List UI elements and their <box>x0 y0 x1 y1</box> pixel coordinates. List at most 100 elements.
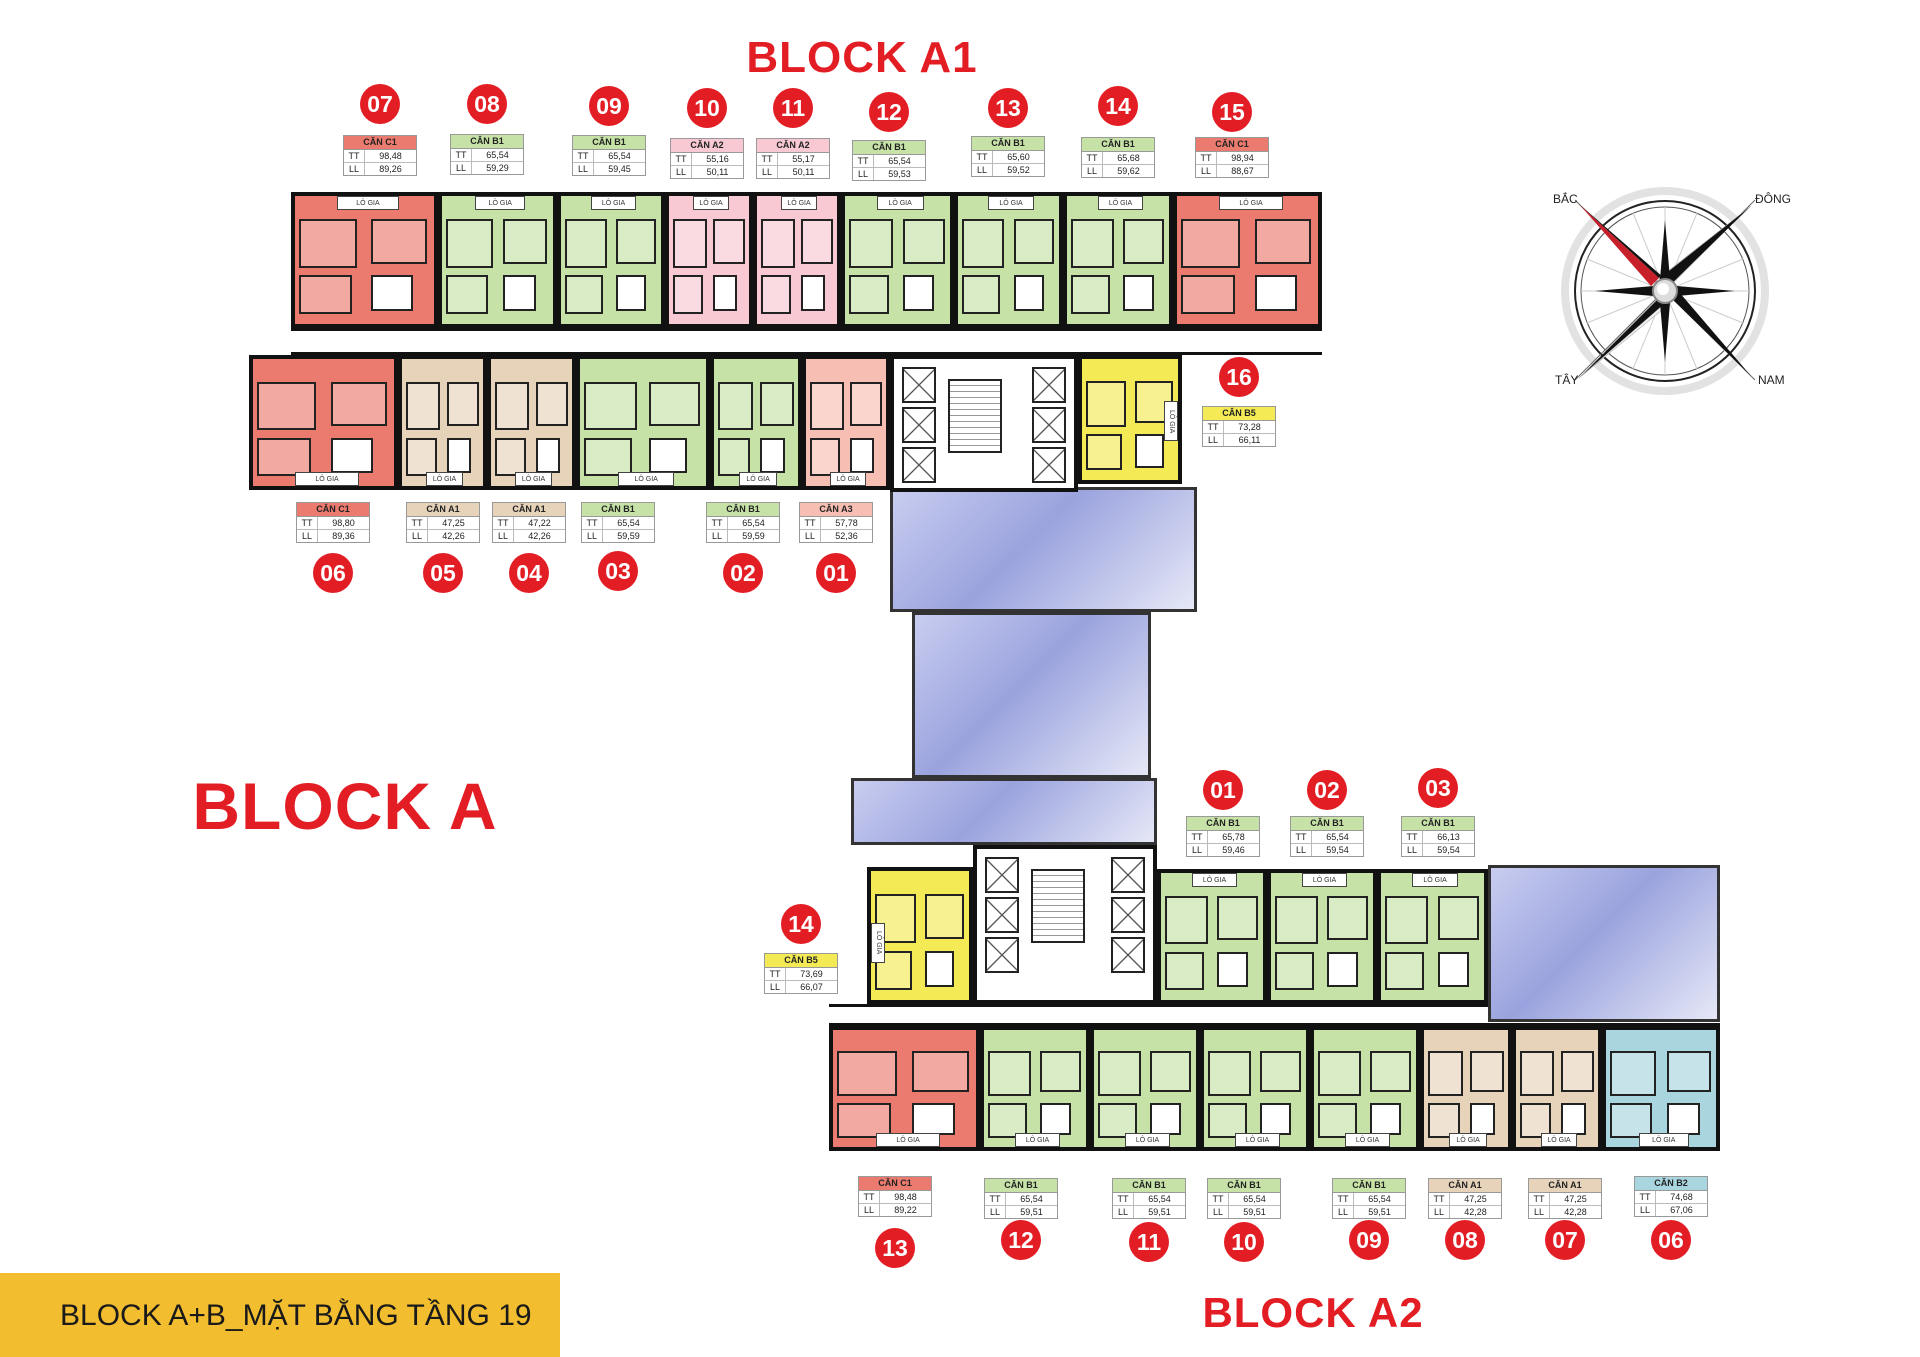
bedroom <box>616 219 656 264</box>
apartment-unit-b1[interactable]: LÔ GIA <box>710 355 802 490</box>
area-key: LL <box>573 163 594 175</box>
apartment-unit-a2[interactable]: LÔ GIA <box>665 192 753 328</box>
apartment-unit-b1[interactable]: LÔ GIA <box>954 192 1063 328</box>
loggia-label: LÔ GIA <box>875 1133 941 1147</box>
bedroom <box>837 1102 892 1138</box>
apartment-unit-a1[interactable]: LÔ GIA <box>1420 1026 1512 1151</box>
loggia-label: LÔ GIA <box>1449 1133 1487 1147</box>
bedroom <box>1013 219 1054 264</box>
loggia-label: LÔ GIA <box>693 196 729 210</box>
area-key: TT <box>451 149 472 161</box>
loggia-label: LÔ GIA <box>1411 873 1459 887</box>
apartment-unit-b1[interactable]: LÔ GIA <box>1310 1026 1420 1151</box>
apartment-unit-b1[interactable]: LÔ GIA <box>1090 1026 1200 1151</box>
unit-number-badge: 16 <box>1219 357 1259 397</box>
bathroom <box>649 437 688 474</box>
bedroom <box>962 219 1005 268</box>
bedroom <box>962 275 1001 314</box>
apartment-unit-c1[interactable]: LÔ GIA <box>829 1026 980 1151</box>
elevator-shaft <box>1111 897 1145 933</box>
unit-type: CĂN A2 <box>671 139 743 153</box>
area-value: 52,36 <box>835 531 858 541</box>
apartment-unit-c1[interactable]: LÔ GIA <box>249 355 398 490</box>
bedroom <box>1520 1102 1552 1138</box>
apartment-unit-b1[interactable]: LÔ GIA <box>1267 869 1377 1004</box>
area-value: 47,25 <box>1564 1194 1587 1204</box>
apartment-unit-b1[interactable]: LÔ GIA <box>557 192 665 328</box>
area-value: 42,26 <box>442 531 465 541</box>
loggia-label: LÔ GIA <box>1234 1133 1281 1147</box>
compass-north-label: BẮC <box>1553 192 1578 206</box>
area-value: 89,22 <box>894 1205 917 1215</box>
apartment-unit-b1[interactable]: LÔ GIA <box>1377 869 1488 1004</box>
bedroom <box>1086 380 1127 427</box>
amenity-area <box>851 778 1157 845</box>
area-key: LL <box>1113 1206 1134 1218</box>
apartment-unit-c1[interactable]: LÔ GIA <box>291 192 438 328</box>
amenity-area <box>1488 865 1720 1022</box>
unit-type: CĂN B1 <box>573 136 645 150</box>
bathroom <box>1327 951 1358 988</box>
apartment-unit-a3[interactable]: LÔ GIA <box>802 355 890 490</box>
apartment-unit-a1[interactable]: LÔ GIA <box>487 355 576 490</box>
apartment-unit-a2[interactable]: LÔ GIA <box>753 192 841 328</box>
loggia-label: LÔ GIA <box>739 472 777 486</box>
area-key: LL <box>853 168 874 180</box>
apartment-unit-b1[interactable]: LÔ GIA <box>1063 192 1173 328</box>
apartment-unit-b1[interactable]: LÔ GIA <box>438 192 557 328</box>
area-row: LL 59,53 <box>853 168 925 180</box>
area-value: 59,53 <box>888 169 911 179</box>
area-value: 98,80 <box>332 518 355 528</box>
elevator-shaft <box>985 857 1019 893</box>
apartment-unit-b5[interactable]: LÔ GIA <box>1078 355 1182 484</box>
apartment-unit-b1[interactable]: LÔ GIA <box>841 192 954 328</box>
area-key: LL <box>1203 434 1224 446</box>
unit-number-badge: 10 <box>1224 1222 1264 1262</box>
bedroom <box>713 219 745 264</box>
area-key: TT <box>671 153 692 165</box>
area-value: 59,45 <box>608 164 631 174</box>
unit-type: CĂN B1 <box>1187 817 1259 831</box>
apartment-unit-b1[interactable]: LÔ GIA <box>1200 1026 1310 1151</box>
apartment-unit-b1[interactable]: LÔ GIA <box>576 355 710 490</box>
loggia-label: LÔ GIA <box>1164 401 1178 442</box>
apartment-unit-a1[interactable]: LÔ GIA <box>1512 1026 1602 1151</box>
loggia-label: LÔ GIA <box>1097 196 1144 210</box>
apartment-unit-b1[interactable]: LÔ GIA <box>980 1026 1090 1151</box>
area-value: 65,54 <box>888 156 911 166</box>
area-key: LL <box>1402 844 1423 856</box>
apartment-unit-c1[interactable]: LÔ GIA <box>1173 192 1322 328</box>
unit-number-badge: 08 <box>1445 1220 1485 1260</box>
apartment-unit-b5[interactable]: LÔ GIA <box>867 867 973 1004</box>
apartment-unit-b2[interactable]: LÔ GIA <box>1602 1026 1720 1151</box>
unit-number-badge: 02 <box>723 553 763 593</box>
elevator-shaft <box>985 897 1019 933</box>
bedroom <box>446 219 493 268</box>
apartment-unit-a1[interactable]: LÔ GIA <box>398 355 487 490</box>
area-key: TT <box>1203 421 1224 433</box>
bedroom <box>850 381 882 427</box>
unit-number-badge: 06 <box>313 553 353 593</box>
unit-number-badge: 03 <box>598 551 638 591</box>
bedroom <box>849 275 889 314</box>
area-value: 59,54 <box>1437 845 1460 855</box>
apartment-unit-b1[interactable]: LÔ GIA <box>1157 869 1267 1004</box>
compass: BẮC ĐÔNG TÂY NAM <box>1553 180 1791 400</box>
area-key: TT <box>800 517 821 529</box>
